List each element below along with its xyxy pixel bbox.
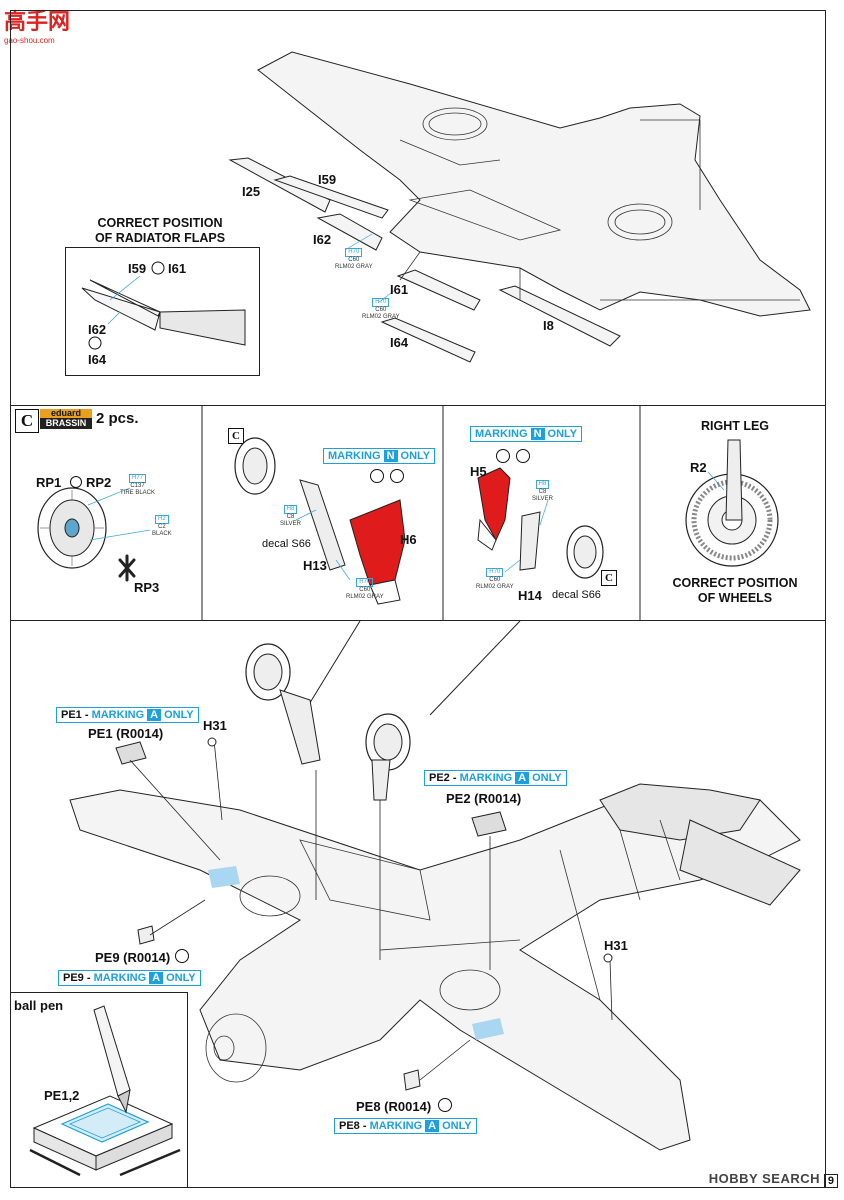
part-label-i61: I61	[390, 282, 409, 297]
part-pe2: PE2 (R0014)	[446, 791, 522, 806]
part-h13: H13	[303, 558, 327, 573]
part-label-i8: I8	[543, 318, 554, 333]
wheel-rp3: RP3	[134, 580, 160, 595]
c-marker-3: C	[601, 570, 617, 586]
part-pe8: PE8 (R0014)	[356, 1099, 432, 1114]
radiator-inset	[65, 247, 260, 376]
wing-upper-drawing	[228, 51, 811, 363]
part-h31-right: H31	[604, 938, 628, 953]
c-marker-2: C	[228, 428, 244, 444]
part-r2: R2	[690, 460, 707, 475]
c-marker-1: C	[15, 409, 39, 433]
page-number: 9	[823, 1174, 838, 1188]
footer-brand: HOBBY SEARCH	[708, 1171, 820, 1186]
ballpen-pe12: PE1,2	[44, 1088, 80, 1103]
part-pe1: PE1 (R0014)	[88, 726, 164, 741]
part-pe9: PE9 (R0014)	[95, 950, 171, 965]
right-leg-title: RIGHT LEG	[700, 419, 770, 433]
decal-s66-left: decal S66	[262, 538, 311, 550]
wheel-rp2: RP2	[86, 475, 112, 490]
inset-i64: I64	[88, 352, 107, 367]
part-label-i62: I62	[313, 232, 332, 247]
part-h14: H14	[518, 588, 542, 603]
inset-i61: I61	[168, 261, 187, 276]
wheels-caption-2: OF WHEELS	[697, 591, 773, 605]
part-h31-left: H31	[203, 718, 227, 733]
part-label-i25: I25	[242, 184, 261, 199]
inset-i59: I59	[128, 261, 147, 276]
wheels-caption-1: CORRECT POSITION	[672, 576, 798, 590]
brassin-count: 2 pcs.	[96, 410, 139, 427]
radiator-flap-drawing	[81, 261, 246, 350]
part-label-i59: I59	[318, 172, 337, 187]
ballpen-label: ball pen	[14, 998, 64, 1013]
bottom-panel	[10, 620, 826, 1188]
ballpen-inset	[10, 992, 188, 1188]
inset-i62: I62	[88, 322, 107, 337]
wheel-rp1: RP1	[36, 475, 62, 490]
part-h6: H6	[400, 532, 417, 547]
part-label-i64: I64	[390, 335, 409, 350]
part-h5: H5	[470, 464, 487, 479]
inset-title-1: CORRECT POSITION	[97, 216, 223, 230]
decal-s66-right: decal S66	[552, 589, 601, 601]
inset-title-2: OF RADIATOR FLAPS	[94, 231, 226, 245]
